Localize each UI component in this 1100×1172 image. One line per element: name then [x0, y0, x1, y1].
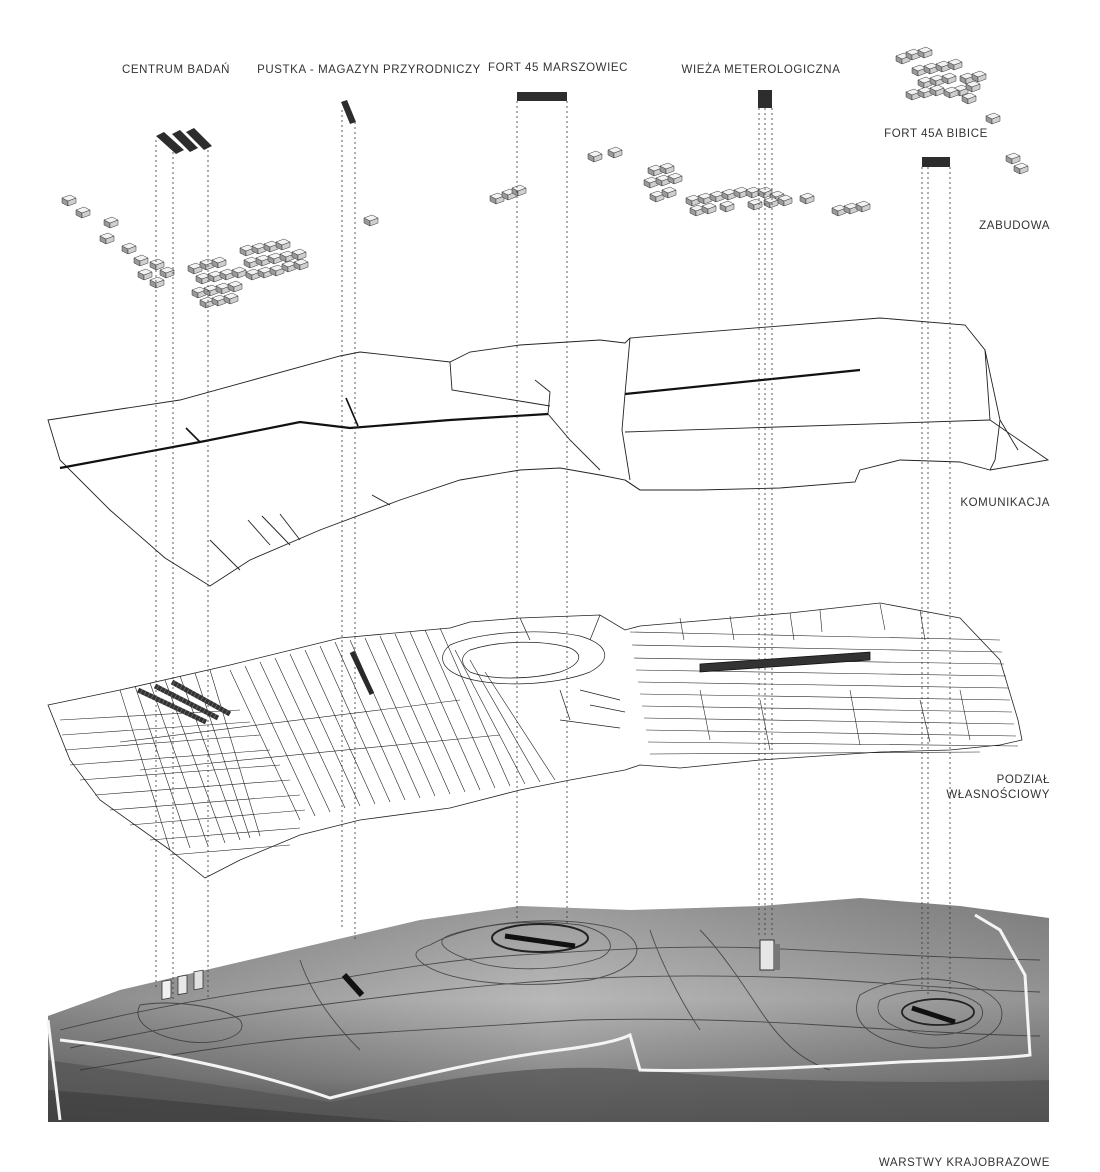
- building-block: [799, 192, 815, 205]
- centrum-marker: [156, 128, 212, 154]
- building-block: [855, 200, 871, 213]
- building-block: [231, 266, 247, 279]
- building-block: [223, 292, 239, 305]
- building-block: [191, 286, 207, 299]
- communication-layer: [47, 317, 1050, 587]
- building-block: [291, 248, 307, 261]
- layer-label-komunikacja: KOMUNIKACJA: [960, 497, 1050, 509]
- building-block: [971, 70, 987, 83]
- layer-label-podzial-line1: PODZIAŁ: [996, 774, 1050, 786]
- projection-lines: [155, 101, 951, 1000]
- building-block: [227, 280, 243, 293]
- building-block: [211, 256, 227, 269]
- site-label-fort45: FORT 45 MARSZOWIEC: [487, 62, 629, 74]
- main-road: [59, 412, 549, 470]
- site-label-pustka: PUSTKA - MAGAZYN PRZYRODNICZY: [257, 64, 481, 76]
- building-block: [187, 262, 203, 275]
- pustka-marker: [341, 100, 356, 124]
- centrum-terrain-mark: [161, 969, 204, 1000]
- building-block: [363, 214, 379, 227]
- building-block: [747, 198, 763, 211]
- building-block: [917, 86, 933, 99]
- building-block: [279, 250, 295, 263]
- building-block: [667, 172, 683, 185]
- building-block: [99, 232, 115, 245]
- ownership-highlight-wieza: [699, 651, 871, 673]
- building-block: [269, 264, 285, 277]
- layer-label-zabudowa: ZABUDOWA: [979, 220, 1050, 232]
- terrain-layer: [46, 898, 1049, 1122]
- building-block: [275, 238, 291, 251]
- building-block: [745, 186, 761, 199]
- building-block: [137, 268, 153, 281]
- building-block: [489, 192, 505, 205]
- building-block: [133, 254, 149, 267]
- fort45a-terrain-mark: [901, 998, 975, 1026]
- building-block: [103, 216, 119, 229]
- building-block: [943, 86, 959, 99]
- building-block: [149, 276, 165, 289]
- building-block: [587, 150, 603, 163]
- communication-outline: [47, 317, 1001, 587]
- building-block: [149, 258, 165, 271]
- building-block: [701, 202, 717, 215]
- building-block: [719, 200, 735, 213]
- building-block: [263, 240, 279, 253]
- building-block: [75, 206, 91, 219]
- terrain-contours: [59, 920, 1041, 1071]
- layer-label-podzial-line2: WŁASNOŚCIOWY: [946, 789, 1050, 801]
- building-block: [1005, 152, 1021, 165]
- building-block: [159, 266, 175, 279]
- building-block: [61, 194, 77, 207]
- ownership-highlight-centrum: [136, 679, 232, 725]
- building-block: [947, 58, 963, 71]
- building-block: [961, 92, 977, 105]
- building-block: [659, 162, 675, 175]
- fort45-marker: [517, 92, 567, 101]
- building-block: [661, 186, 677, 199]
- building-block: [941, 72, 957, 85]
- building-block: [985, 112, 1001, 125]
- wieza-marker: [758, 90, 772, 108]
- building-block: [777, 194, 793, 207]
- building-block: [239, 244, 255, 257]
- site-label-wieza: WIEŻA METEROLOGICZNA: [681, 64, 841, 76]
- site-label-centrum: CENTRUM BADAŃ: [121, 64, 231, 76]
- site-markers: [156, 90, 950, 167]
- building-block: [965, 80, 981, 93]
- site-boundary-line: [46, 913, 1032, 1121]
- ownership-outline: [47, 602, 1023, 879]
- wieza-terrain-mark: [759, 939, 780, 971]
- site-label-fort45a: FORT 45A BIBICE: [884, 128, 988, 140]
- building-block: [917, 46, 933, 59]
- main-road-east: [624, 368, 861, 396]
- fort45a-marker: [922, 157, 950, 167]
- building-block: [511, 184, 527, 197]
- buildings-layer: [61, 46, 1029, 309]
- layer-label-krajobraz: WARSTWY KRAJOBRAZOWE: [878, 1157, 1050, 1169]
- building-block: [1013, 162, 1029, 175]
- ownership-layer: [47, 602, 1023, 879]
- building-block: [121, 242, 137, 255]
- fort45-terrain-mark: [491, 923, 589, 953]
- building-block: [607, 146, 623, 159]
- building-block: [293, 258, 309, 271]
- building-block: [689, 204, 705, 217]
- pustka-terrain-mark: [341, 972, 365, 998]
- building-block: [649, 190, 665, 203]
